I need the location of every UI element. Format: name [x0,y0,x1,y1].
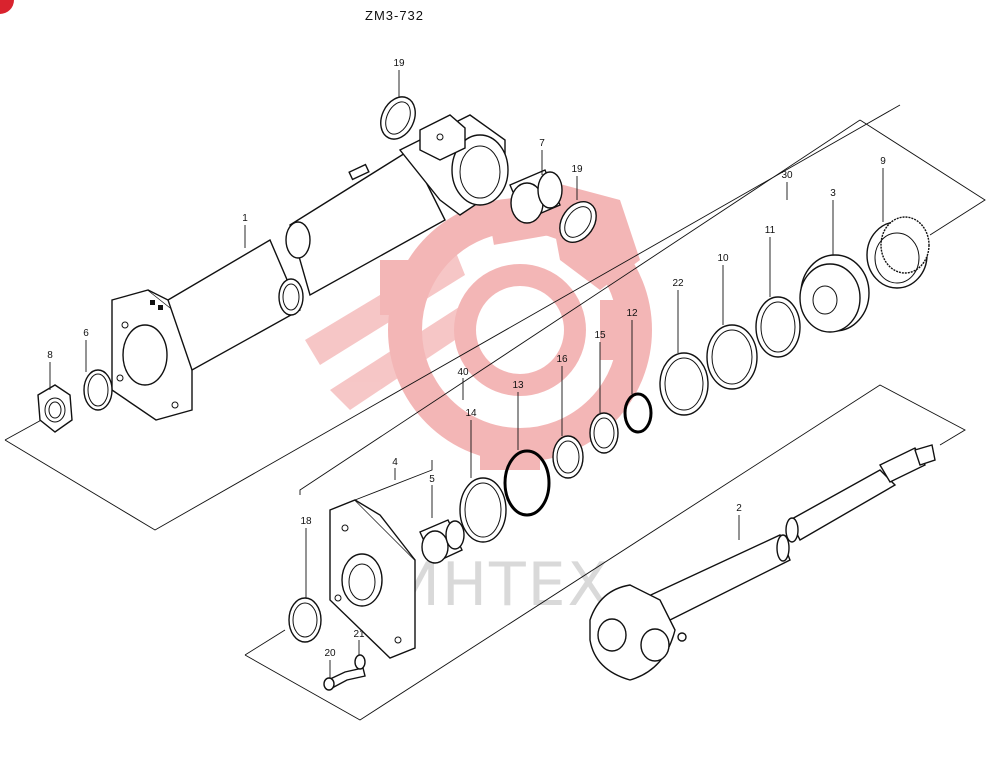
part-ring-16 [552,435,584,479]
part-piston-rod-2 [589,444,936,681]
callout-22: 22 [672,278,684,289]
part-ring-10 [706,324,758,390]
callout-9: 9 [880,156,886,167]
callout-18: 18 [300,516,312,527]
diagram-code: ZM3-732 [365,8,424,23]
callout-12: 12 [626,308,638,319]
part-ring-11-right [755,296,801,358]
callout-labels: 19 1 7 19 6 8 9 30 3 11 10 22 12 15 16 1… [47,58,886,659]
part-piston-3 [799,254,870,333]
callout-14-left: 14 [465,408,477,419]
callout-6: 6 [83,328,89,339]
part-cylinder-tube [111,114,509,421]
callout-40: 40 [457,367,469,378]
callout-16: 16 [556,354,568,365]
callout-1: 1 [242,213,248,224]
part-gland-flange-4 [329,499,416,659]
callout-2: 2 [736,503,742,514]
corner-badge [0,0,14,14]
part-ring-18 [288,597,322,643]
callout-30: 30 [781,170,793,181]
part-ring-19-upper [380,96,416,140]
part-bolt-20 [323,667,366,691]
callout-19-lower: 19 [571,164,583,175]
callout-leaders [49,70,884,678]
callout-8: 8 [47,350,53,361]
part-ring-19-lower [559,201,597,243]
callout-10: 10 [717,253,729,264]
part-wiper-9 [866,216,930,289]
callout-13: 13 [512,380,524,391]
part-bushing-5 [419,519,465,564]
part-ring-15 [589,412,619,454]
part-o-ring-12 [623,392,653,434]
callout-7: 7 [539,138,545,149]
callout-19-upper: 19 [393,58,405,69]
part-ring-22 [659,352,709,416]
part-snap-ring-6 [83,369,113,411]
callout-5: 5 [429,474,435,485]
part-bushing-7 [509,169,563,224]
assembly-outline-lines [4,104,986,721]
part-washer-21 [354,654,366,670]
callout-4: 4 [392,457,398,468]
callout-20: 20 [324,648,336,659]
part-nut-8 [37,384,73,433]
callout-15: 15 [594,330,606,341]
part-ring-14-left [459,477,507,543]
callout-3: 3 [830,188,836,199]
part-o-ring-13 [503,449,551,517]
callout-21: 21 [353,629,365,640]
callout-11: 11 [765,225,776,236]
